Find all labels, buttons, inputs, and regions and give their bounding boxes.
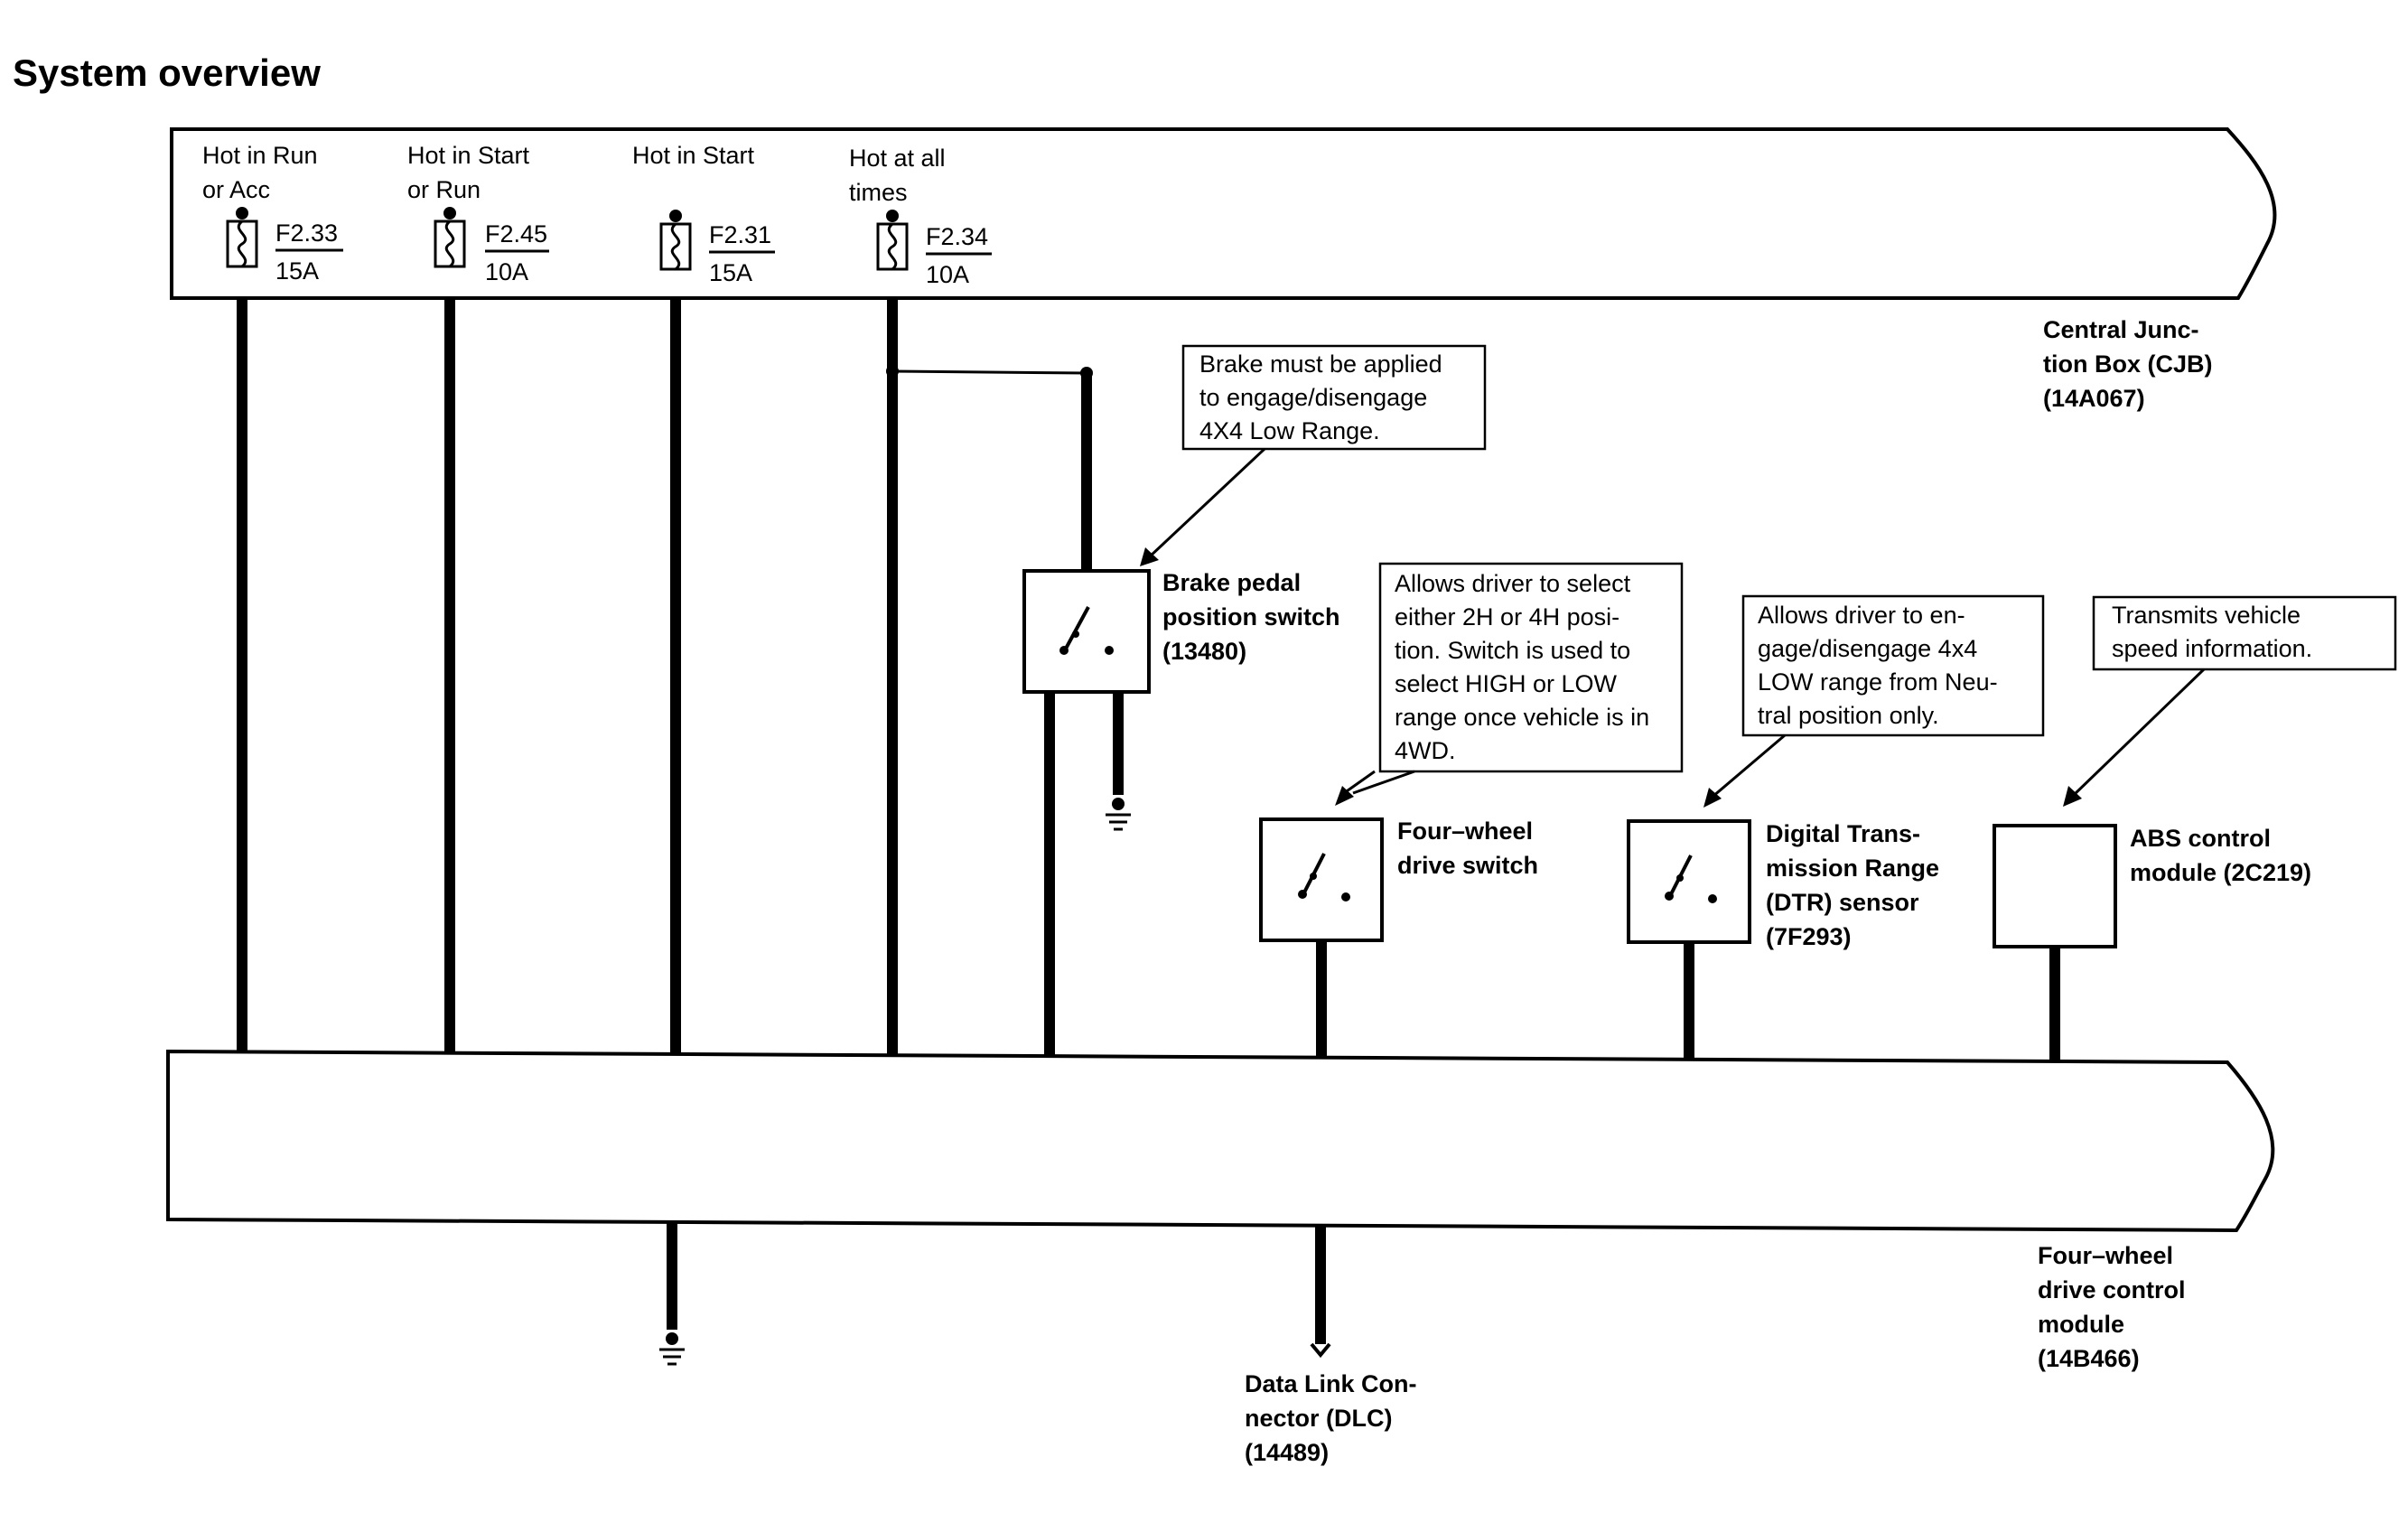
fuse-icon [876, 210, 909, 271]
fuse-4-rating: 10A [926, 261, 969, 288]
fuse-4-feed-label: Hot at all times [849, 145, 952, 206]
splice-wire [891, 369, 1087, 375]
arrow-icon [2063, 786, 2082, 807]
four-wheel-drive-control-module [166, 1049, 2275, 1233]
fuse-1-rating: 15A [275, 257, 319, 285]
four-wheel-drive-switch [1259, 817, 1384, 942]
ground-icon [1106, 798, 1131, 831]
central-junction-box [170, 127, 2277, 300]
fuse-4-id: F2.34 [926, 223, 988, 250]
arrow-icon [1140, 547, 1159, 566]
fuse-3-rating: 15A [709, 259, 752, 286]
abs-control-module-label: ABS control module (2C219) [2130, 825, 2311, 886]
abs-note-box [2092, 595, 2397, 671]
dlc-label: Data Link Con- nector (DLC) (14489) [1245, 1370, 1423, 1466]
dtr-note-box [1741, 594, 2045, 737]
four-wheel-drive-control-module-label: Four–wheel drive control module (14B466) [2038, 1242, 2192, 1372]
fwd-switch-note-box [1378, 562, 1684, 773]
fuse-icon [226, 207, 258, 268]
arrow-icon [1703, 788, 1722, 808]
brake-note-box [1181, 344, 1487, 451]
switch-icon [1298, 853, 1350, 901]
page-title: System overview [13, 51, 321, 94]
ground-icon [659, 1332, 685, 1366]
fwd-switch-note-text: Allows driver to select either 2H or 4H … [1395, 570, 1657, 764]
dtr-sensor-label: Digital Trans- mission Range (DTR) senso… [1766, 820, 1946, 950]
fuse-1-id: F2.33 [275, 220, 338, 247]
arrow-icon [1335, 786, 1354, 806]
four-wheel-drive-switch-label: Four–wheel drive switch [1397, 817, 1540, 879]
fuse-icon [434, 207, 466, 268]
abs-control-module [1993, 824, 2117, 948]
brake-pedal-switch-label: Brake pedal position switch (13480) [1162, 569, 1347, 665]
fuse-3-id: F2.31 [709, 221, 771, 248]
connector-icon [1310, 1342, 1331, 1359]
brake-note-text: Brake must be applied to engage/disengag… [1199, 350, 1449, 444]
switch-icon [1059, 606, 1114, 655]
dtr-note-text: Allows driver to en- gage/disengage 4x4 … [1758, 602, 2004, 729]
fuse-icon [659, 210, 692, 271]
fuse-1-feed-label: Hot in Run or Acc [202, 142, 324, 203]
fuse-2-id: F2.45 [485, 220, 547, 248]
abs-note-text: Transmits vehicle speed information. [2112, 602, 2312, 662]
fuse-2-rating: 10A [485, 258, 528, 285]
cjb-label: Central Junc- tion Box (CJB) (14A067) [2043, 316, 2219, 412]
switch-icon [1665, 855, 1717, 903]
dtr-sensor [1627, 819, 1751, 944]
fuse-3-feed-label: Hot in Start [632, 142, 755, 169]
fuse-2-feed-label: Hot in Start or Run [407, 142, 537, 203]
brake-pedal-switch [1022, 569, 1151, 694]
